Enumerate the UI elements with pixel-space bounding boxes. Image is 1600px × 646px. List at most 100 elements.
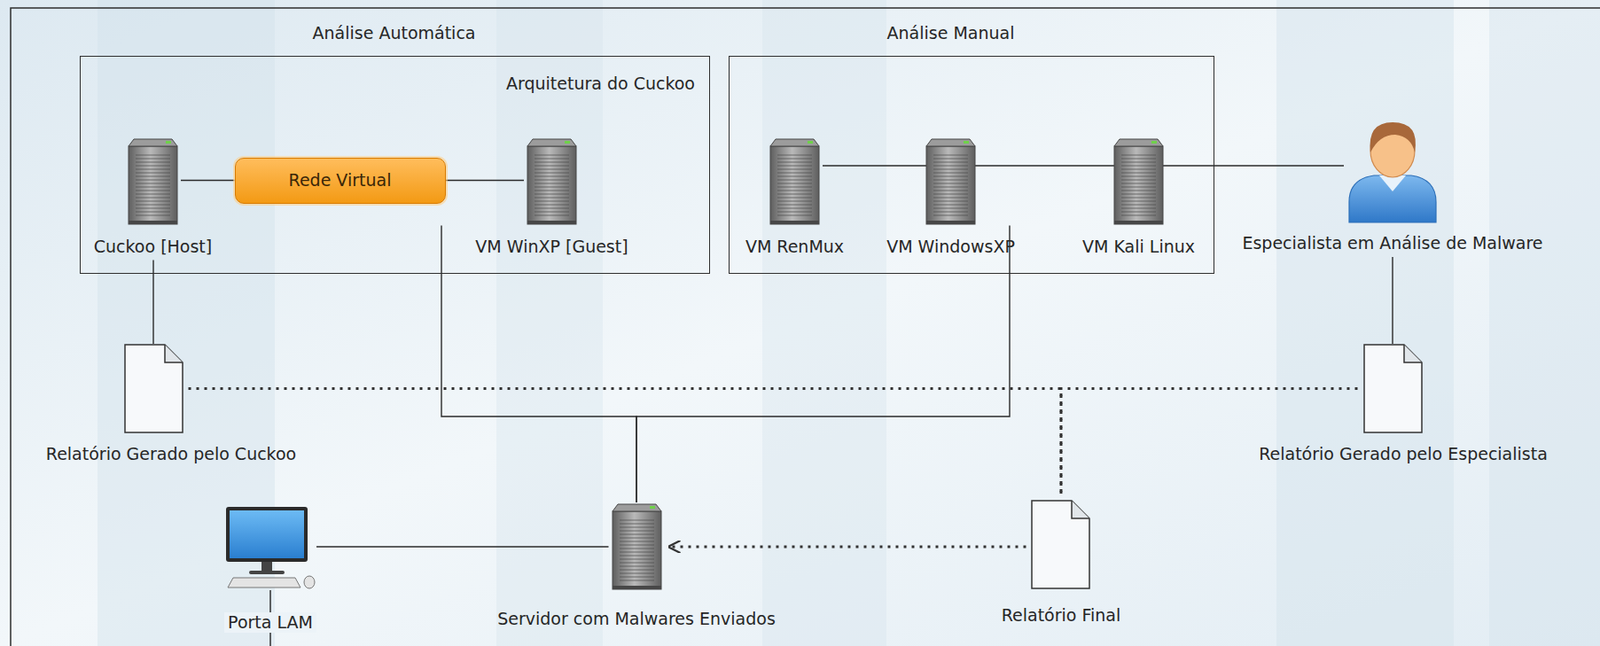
server-node: VM WindowsXP (884, 137, 1017, 258)
outer-frame (10, 7, 1600, 646)
document-node-icon (1030, 499, 1091, 590)
group-subtitle: Arquitetura do Cuckoo (506, 73, 695, 94)
group-title: Análise Automática (312, 23, 477, 44)
connector-line (822, 164, 1344, 166)
server-body (612, 511, 662, 590)
group-title: Análise Manual (887, 23, 1015, 44)
dotted-connector (1061, 389, 1359, 498)
server-grille (534, 155, 570, 216)
server-led (564, 140, 570, 144)
server-node: Cuckoo [Host] (92, 137, 214, 258)
mouse (304, 576, 315, 589)
server-top (527, 139, 577, 147)
document-node-icon (124, 343, 184, 434)
server-top (770, 139, 820, 147)
keyboard (227, 577, 301, 588)
document-node: Relatório Gerado pelo Especialista (1235, 343, 1550, 465)
server-led (165, 140, 172, 144)
server-node: VM WinXP [Guest] (473, 137, 630, 258)
server-top (1114, 139, 1163, 147)
server-body (770, 146, 820, 225)
rack-decoration (1276, 0, 1454, 646)
node-label: Especialista em Análise de Malware (1241, 233, 1543, 254)
node-label: Rede Virtual (288, 170, 392, 191)
server-grille (777, 155, 812, 216)
person-collar (1379, 175, 1406, 192)
rack-decoration (762, 0, 887, 646)
node-label: Relatório Gerado pelo Cuckoo (46, 444, 297, 465)
document-page (1031, 500, 1090, 589)
server-node: VM Kali Linux (1080, 137, 1197, 258)
server-grille (933, 155, 968, 216)
document-page (1364, 344, 1422, 433)
server-base (926, 220, 976, 225)
server-grille (619, 520, 655, 581)
connector-line (636, 226, 1010, 504)
server-base (770, 220, 820, 225)
node-label: Cuckoo [Host] (93, 236, 212, 258)
server-grille (1121, 155, 1156, 216)
monitor-base (249, 570, 285, 575)
server-top (128, 139, 178, 147)
monitor-frame (226, 507, 308, 562)
server-top (612, 504, 662, 512)
server-node-icon (608, 502, 665, 592)
server-led (1151, 140, 1157, 144)
server-node-icon (922, 137, 979, 227)
node-label: Servidor com Malwares Enviados (497, 608, 776, 630)
monitor-screen (229, 510, 305, 559)
group-box: Cuckoo [Host] Rede Virtual VM WinXP [Guest… (79, 55, 711, 274)
computer-node: Porta LAM (222, 505, 319, 633)
document-fold (1404, 344, 1422, 363)
group-box: VM RenMuxVM WindowsXPVM Kali LinuxAnális… (728, 55, 1215, 274)
connector-line (316, 546, 609, 547)
server-node-icon (766, 137, 823, 227)
server-base (527, 220, 577, 225)
document-page (124, 344, 183, 433)
document-fold (164, 344, 183, 363)
node-label: Relatório Final (1001, 605, 1122, 626)
server-node: Servidor com Malwares Enviados (495, 502, 778, 630)
node-label: VM WindowsXP (886, 236, 1015, 258)
dotted-connector (668, 546, 1027, 549)
server-led (807, 140, 813, 144)
node-label: Relatório Gerado pelo Especialista (1258, 444, 1548, 465)
network-box: Rede Virtual (234, 157, 446, 204)
server-node-icon (1110, 137, 1167, 227)
server-node: VM RenMux (743, 137, 846, 258)
server-grille (135, 155, 171, 216)
person-body (1349, 175, 1437, 223)
document-node-icon (1363, 343, 1423, 434)
server-body (527, 146, 577, 225)
document-fold (1071, 500, 1090, 519)
server-base (128, 220, 178, 225)
server-body (1114, 146, 1163, 225)
server-body (926, 146, 976, 225)
server-base (612, 585, 662, 590)
node-label: VM Kali Linux (1082, 236, 1195, 258)
person-node-icon (1343, 117, 1442, 223)
connector-line (1391, 257, 1393, 344)
person-node: Especialista em Análise de Malware (1240, 117, 1545, 254)
node-label: Porta LAM (224, 612, 317, 633)
dotted-connector (188, 389, 1062, 498)
rack-decoration (1489, 0, 1600, 646)
node-label: VM RenMux (745, 236, 844, 258)
server-led (963, 140, 969, 144)
node-label: VM WinXP [Guest] (475, 236, 628, 258)
server-node-icon (124, 137, 181, 227)
server-top (926, 139, 976, 147)
monitor-stand (261, 561, 273, 571)
rack-decoration (496, 0, 603, 646)
server-led (649, 506, 656, 509)
connector-line (441, 226, 637, 504)
connector-line (152, 260, 154, 345)
computer-node-icon (224, 505, 317, 590)
document-node: Relatório Gerado pelo Cuckoo (8, 343, 298, 465)
person-hair (1370, 122, 1416, 153)
server-node-icon (523, 137, 580, 227)
server-base (1114, 220, 1163, 225)
connector-line (445, 179, 524, 181)
